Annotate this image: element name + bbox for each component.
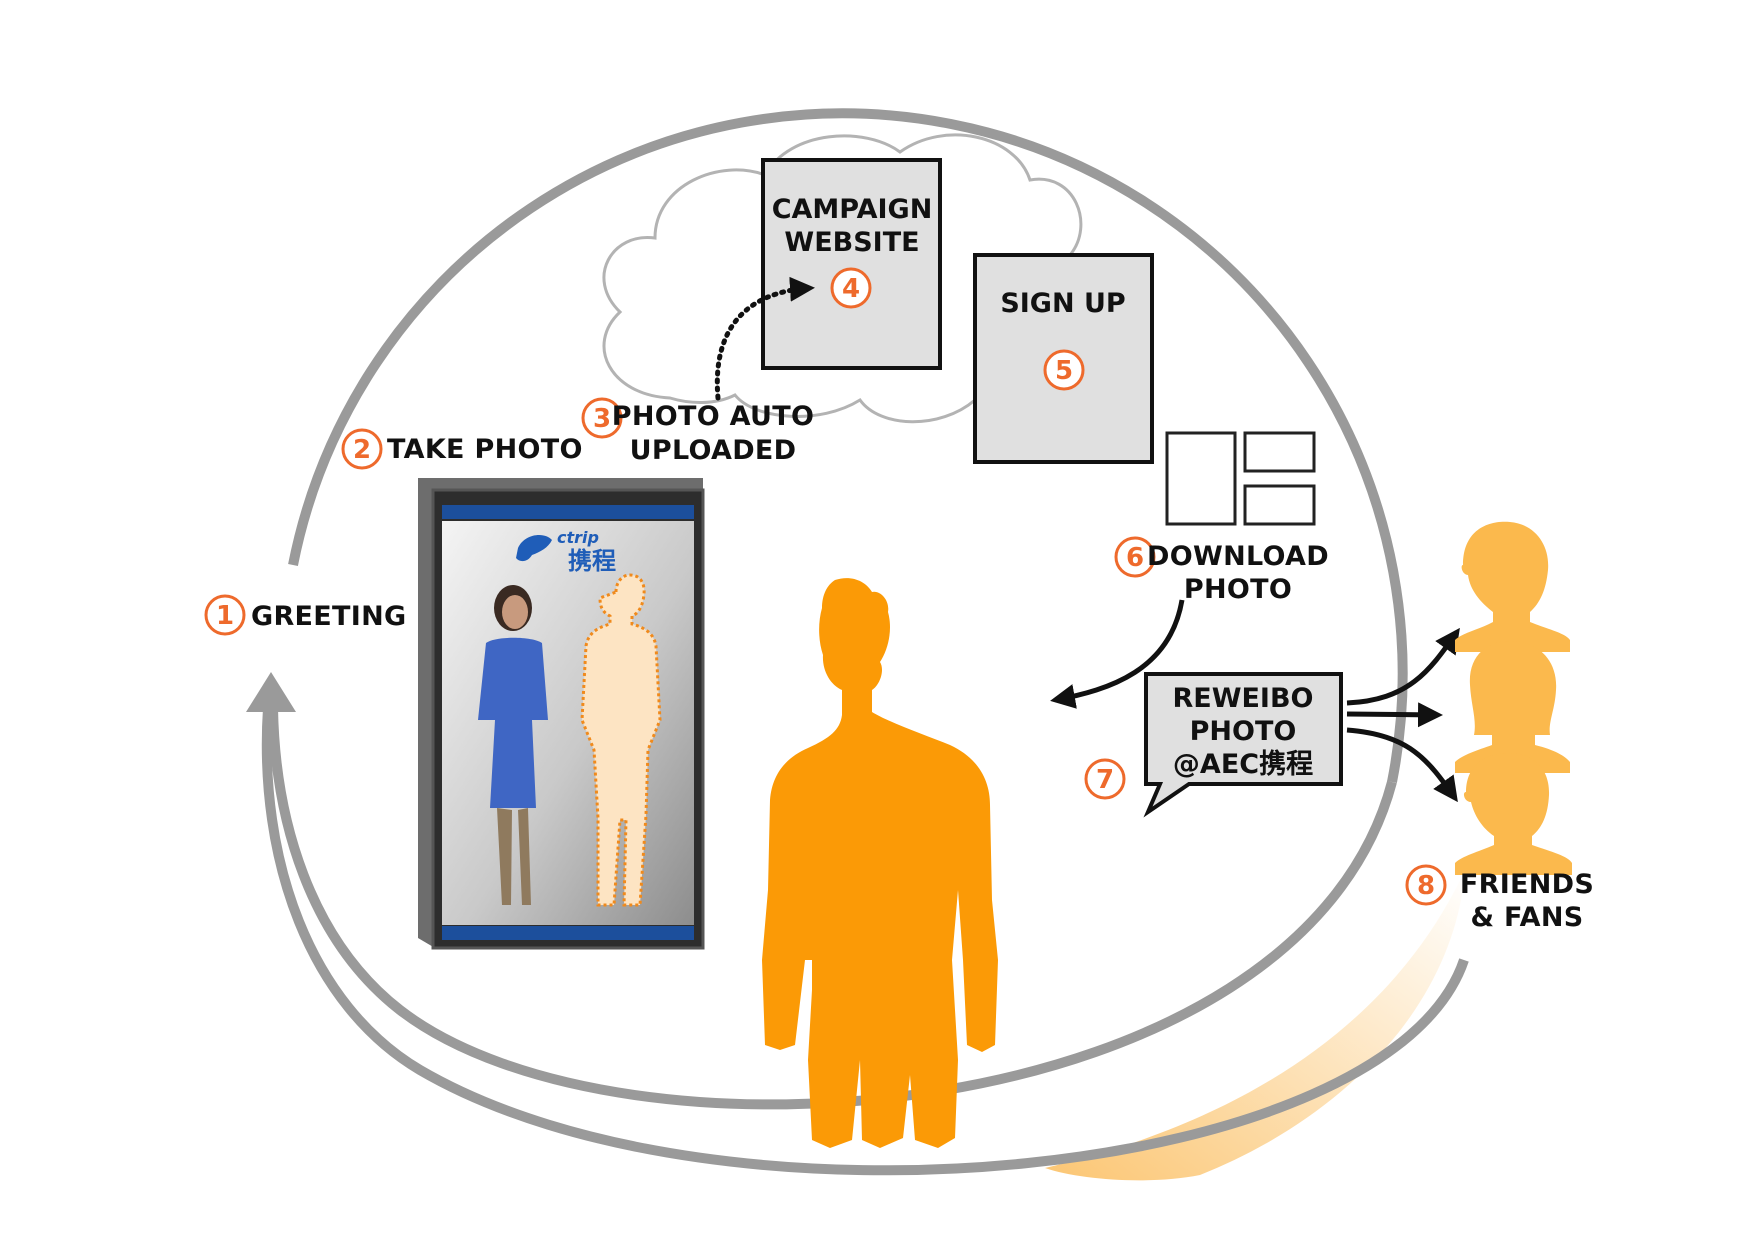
- step-5-number: 5: [1043, 349, 1085, 391]
- svg-text:& FANS: & FANS: [1470, 902, 1583, 933]
- svg-text:3: 3: [593, 404, 611, 434]
- svg-text:1: 1: [216, 601, 234, 631]
- campaign-website-label: CAMPAIGN WEBSITE: [772, 194, 933, 258]
- step-3-photo-auto-uploaded: 3 PHOTO AUTO UPLOADED: [581, 397, 814, 466]
- step-6-download-photo: 6 DOWNLOAD PHOTO: [1114, 536, 1329, 605]
- step-8-friends-fans: 8 FRIENDS & FANS: [1405, 864, 1594, 933]
- campaign-website-box: [761, 158, 942, 370]
- reweibo-bubble: [1143, 672, 1343, 818]
- photo-kiosk: ctrip 携程: [418, 478, 705, 950]
- svg-text:8: 8: [1417, 871, 1435, 901]
- svg-text:PHOTO AUTO: PHOTO AUTO: [612, 401, 814, 432]
- svg-text:CAMPAIGN: CAMPAIGN: [772, 194, 933, 225]
- empty-person-outline: [580, 573, 662, 907]
- svg-text:FRIENDS: FRIENDS: [1460, 869, 1594, 900]
- svg-text:@AEC携程: @AEC携程: [1173, 749, 1313, 780]
- step-1-greeting: 1 GREETING: [204, 594, 406, 636]
- step-2-take-photo: 2 TAKE PHOTO: [341, 428, 583, 470]
- download-arrow: [1050, 599, 1185, 709]
- step-7-number: 7: [1084, 758, 1126, 800]
- return-loop-inner: [268, 707, 1397, 1110]
- share-arrows: [1346, 627, 1460, 803]
- svg-text:GREETING: GREETING: [251, 601, 406, 632]
- svg-text:PHOTO: PHOTO: [1190, 716, 1297, 747]
- sign-up-label: SIGN UP: [1000, 288, 1125, 319]
- share-trail: [1045, 870, 1465, 1181]
- upload-arrow: [714, 276, 815, 401]
- ctrip-logo: ctrip 携程: [516, 528, 616, 575]
- svg-text:5: 5: [1055, 356, 1073, 386]
- svg-text:WEBSITE: WEBSITE: [784, 227, 919, 258]
- main-loop: [288, 108, 1408, 783]
- friend-woman-icon: [1455, 640, 1570, 773]
- svg-text:DOWNLOAD: DOWNLOAD: [1147, 541, 1329, 572]
- reweibo-label: REWEIBO PHOTO @AEC携程: [1172, 683, 1313, 780]
- friend-man-icon: [1455, 521, 1570, 652]
- friend-man-icon: [1455, 752, 1572, 875]
- return-loop-outer: [261, 707, 1469, 1176]
- svg-text:ctrip: ctrip: [557, 528, 599, 547]
- svg-text:TAKE PHOTO: TAKE PHOTO: [387, 434, 583, 465]
- svg-text:携程: 携程: [568, 547, 616, 575]
- model-photo: [478, 585, 548, 905]
- svg-text:6: 6: [1126, 543, 1144, 573]
- svg-text:2: 2: [353, 435, 371, 465]
- svg-text:7: 7: [1096, 765, 1114, 795]
- svg-text:4: 4: [842, 274, 860, 304]
- step-4-number: 4: [830, 267, 872, 309]
- svg-text:UPLOADED: UPLOADED: [630, 435, 797, 466]
- svg-text:PHOTO: PHOTO: [1184, 574, 1292, 605]
- svg-text:REWEIBO: REWEIBO: [1172, 683, 1313, 714]
- loop-arrowhead: [246, 672, 296, 712]
- photo-thumbnails-icon: [1165, 431, 1316, 526]
- person-silhouette-icon: [762, 578, 998, 1148]
